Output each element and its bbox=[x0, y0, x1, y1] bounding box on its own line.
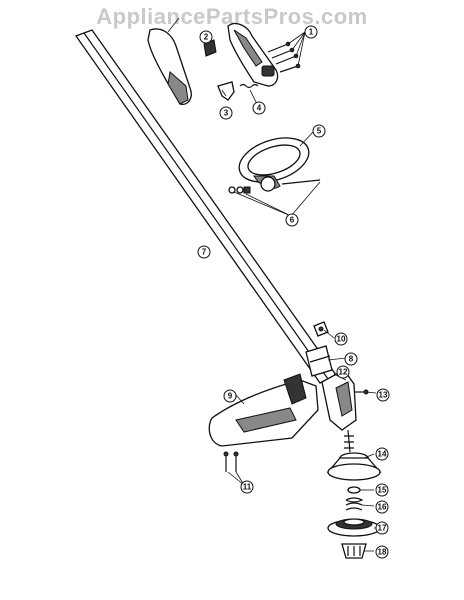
svg-text:18: 18 bbox=[378, 548, 387, 557]
svg-text:1: 1 bbox=[309, 28, 314, 37]
callout-5: 5 bbox=[312, 124, 326, 138]
callout-14: 14 bbox=[375, 447, 389, 461]
drive-shaft-bolt[interactable] bbox=[344, 429, 354, 453]
svg-text:17: 17 bbox=[378, 524, 387, 533]
spool-cover-14[interactable] bbox=[326, 452, 382, 481]
svg-text:2: 2 bbox=[204, 33, 209, 42]
callout-13: 13 bbox=[376, 388, 390, 402]
callout-8: 8 bbox=[344, 352, 358, 366]
callout-18: 18 bbox=[375, 545, 389, 559]
callout-10: 10 bbox=[334, 332, 348, 346]
bump-knob-18[interactable] bbox=[341, 543, 367, 559]
svg-text:5: 5 bbox=[317, 127, 322, 136]
callout-12: 12 bbox=[336, 365, 350, 379]
trigger-spring[interactable] bbox=[239, 83, 259, 89]
assist-handle-hardware[interactable] bbox=[228, 186, 251, 194]
leader-lines bbox=[167, 17, 380, 552]
svg-text:4: 4 bbox=[257, 104, 262, 113]
svg-text:3: 3 bbox=[224, 109, 229, 118]
svg-text:7: 7 bbox=[202, 248, 207, 257]
callout-6: 6 bbox=[285, 213, 299, 227]
callout-11: 11 bbox=[240, 480, 254, 494]
callout-16: 16 bbox=[375, 500, 389, 514]
guard-9[interactable] bbox=[208, 373, 319, 447]
svg-text:10: 10 bbox=[337, 335, 346, 344]
assist-handle[interactable] bbox=[234, 130, 321, 192]
spring-16[interactable] bbox=[345, 497, 364, 511]
spring-washer-15[interactable] bbox=[347, 486, 361, 494]
handle-housing-half[interactable] bbox=[227, 22, 279, 87]
callout-17: 17 bbox=[375, 521, 389, 535]
shaft-part[interactable] bbox=[74, 29, 337, 384]
motor-housing[interactable] bbox=[321, 369, 357, 431]
svg-text:13: 13 bbox=[379, 391, 388, 400]
guard-screws-11[interactable] bbox=[223, 451, 239, 472]
callout-9: 9 bbox=[223, 389, 237, 403]
callout-2: 2 bbox=[199, 30, 213, 44]
svg-text:9: 9 bbox=[228, 392, 233, 401]
callout-15: 15 bbox=[375, 483, 389, 497]
callout-1: 1 bbox=[304, 25, 318, 39]
shaft-clamp-10[interactable] bbox=[313, 321, 329, 337]
rear-handle-grip[interactable] bbox=[147, 28, 192, 105]
housing-screw-13[interactable] bbox=[354, 389, 369, 395]
svg-text:15: 15 bbox=[378, 486, 387, 495]
spool-17[interactable] bbox=[327, 518, 381, 537]
callout-3: 3 bbox=[219, 106, 233, 120]
svg-text:12: 12 bbox=[339, 368, 348, 377]
svg-text:8: 8 bbox=[349, 355, 354, 364]
trigger-part[interactable] bbox=[217, 81, 235, 101]
svg-text:6: 6 bbox=[290, 216, 295, 225]
svg-text:16: 16 bbox=[378, 503, 387, 512]
svg-text:11: 11 bbox=[243, 483, 252, 492]
shaft-coupler[interactable] bbox=[305, 345, 333, 377]
callout-7: 7 bbox=[197, 245, 211, 259]
callout-4: 4 bbox=[252, 101, 266, 115]
svg-text:14: 14 bbox=[378, 450, 387, 459]
